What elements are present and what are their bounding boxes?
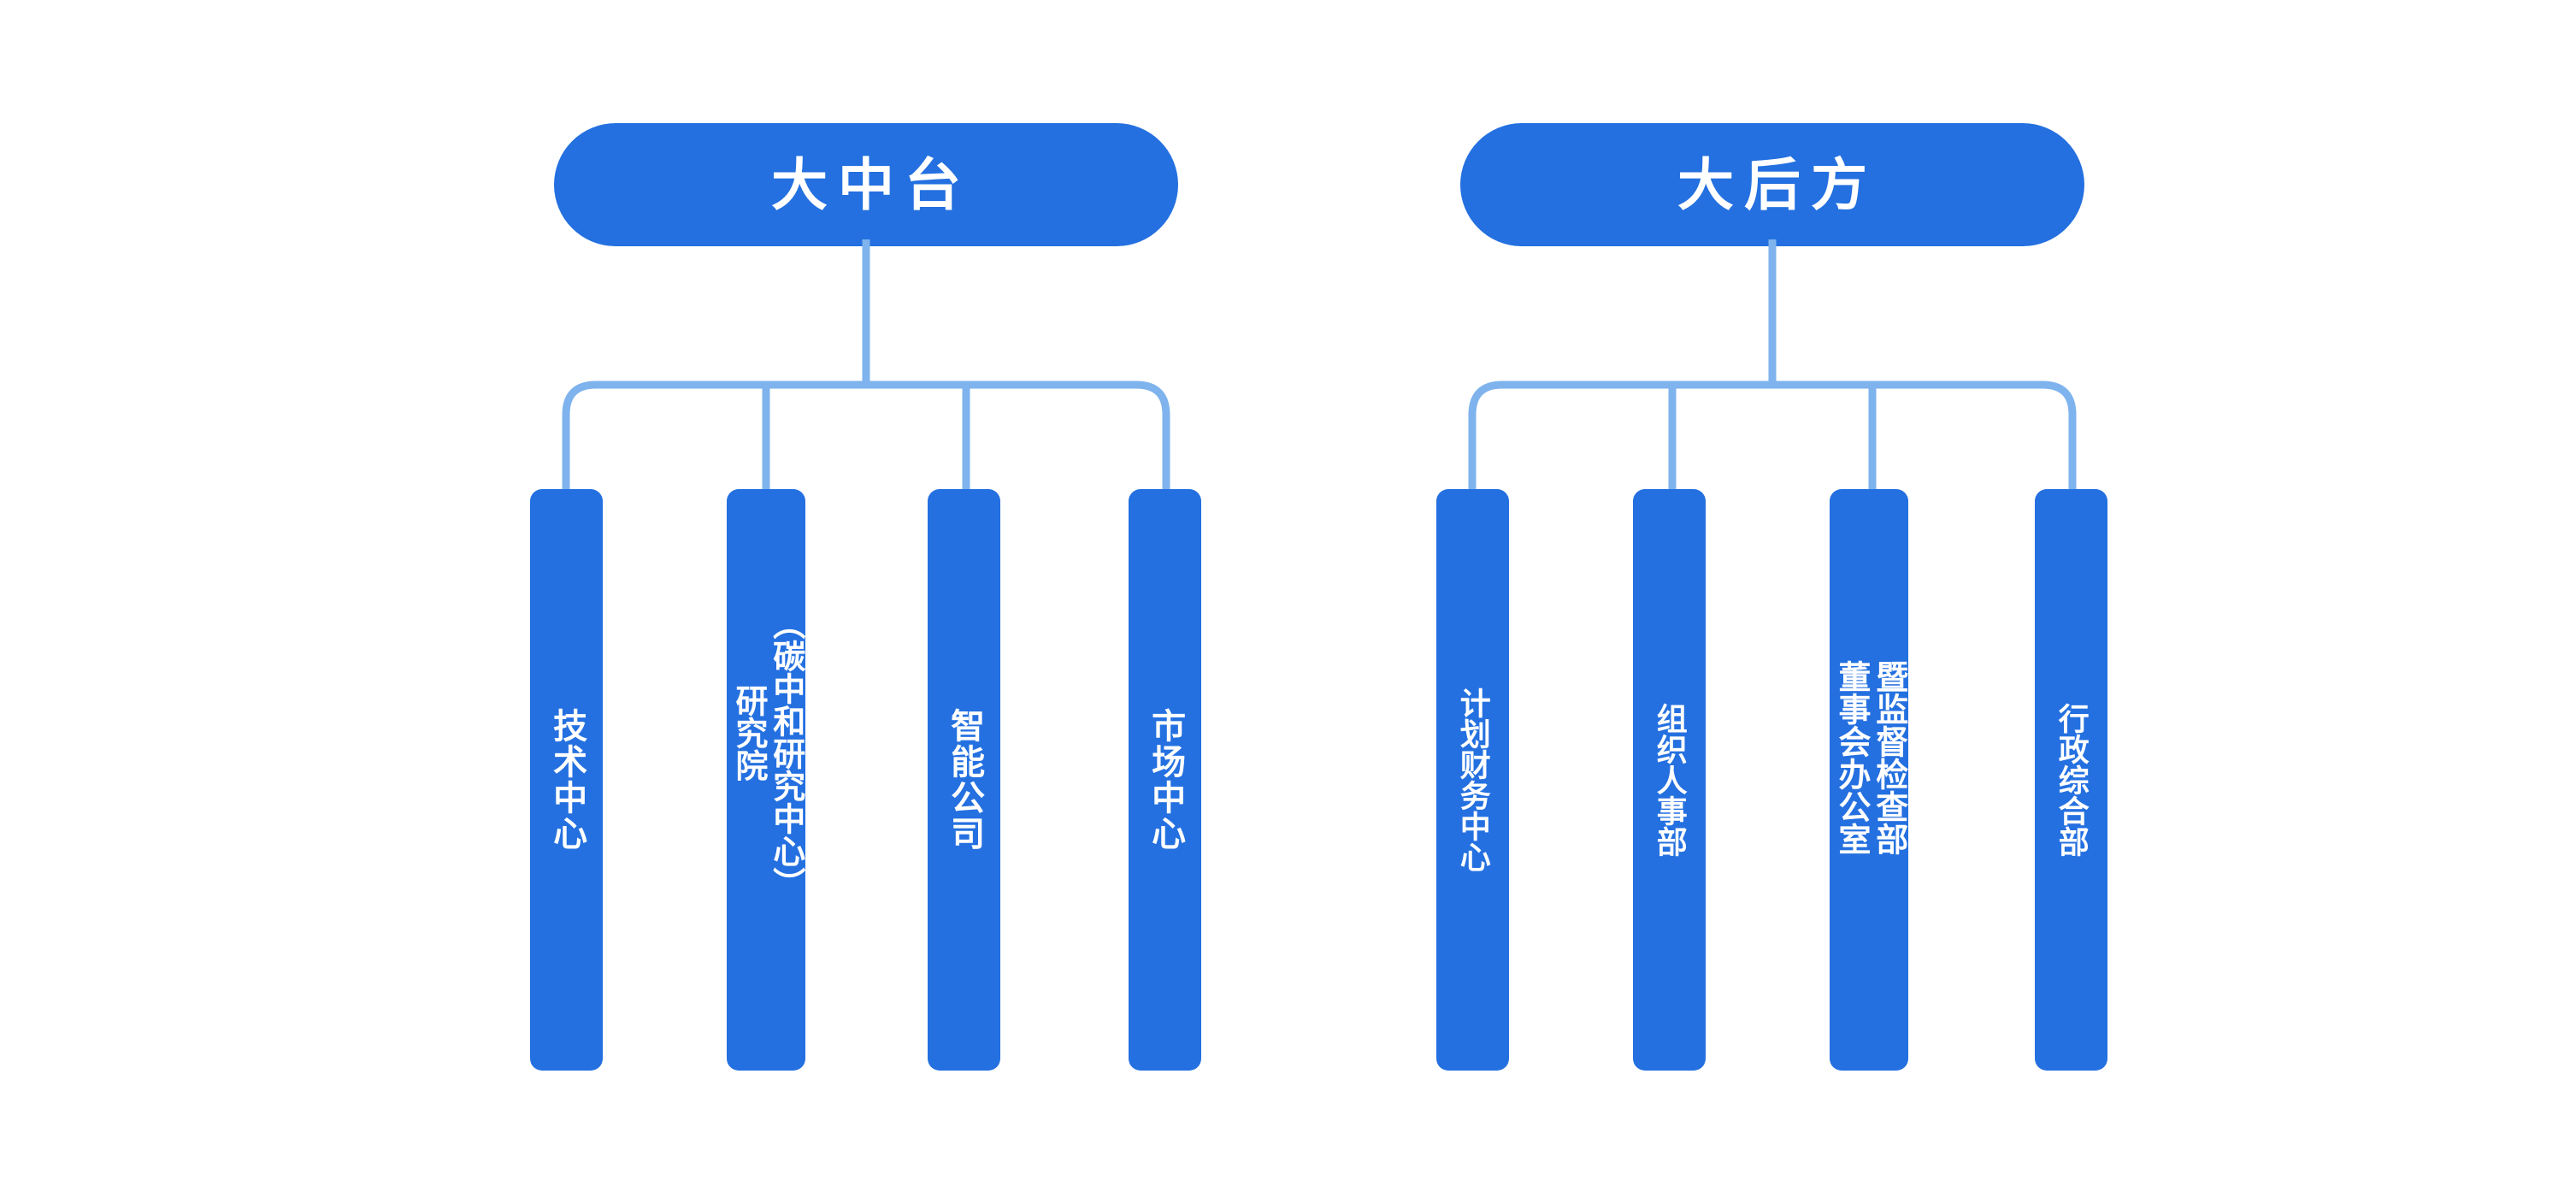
children-row-mid-platform: 技术中心 （碳中和研究中心） 研究院 智能公司 市场中心 (530, 489, 1205, 1071)
node-admin-general-dept[interactable]: 行政综合部 (2035, 489, 2107, 1071)
connector-tree-rear-base (1468, 239, 2077, 489)
node-smart-company[interactable]: 智能公司 (928, 489, 1000, 1071)
node-market-center[interactable]: 市场中心 (1129, 489, 1201, 1071)
node-research-inst[interactable]: （碳中和研究中心） 研究院 (727, 489, 805, 1071)
node-label: 行政综合部 (2054, 703, 2090, 857)
node-label: 组织人事部 (1652, 703, 1688, 857)
children-row-rear-base: 计划财务中心 组织人事部 暨监督检查部 董事会办公室 行政综合部 (1436, 489, 2112, 1071)
group-mid-platform: 大中台 技术中心 （碳中和研究中心） 研究院 智能公司 (530, 0, 1205, 1186)
node-label-columns: （碳中和研究中心） 研究院 (728, 489, 804, 1071)
node-tech-center[interactable]: 技术中心 (530, 489, 603, 1071)
node-plan-finance-center[interactable]: 计划财务中心 (1436, 489, 1509, 1071)
node-board-office-supervision[interactable]: 暨监督检查部 董事会办公室 (1830, 489, 1908, 1071)
group-header-mid-platform[interactable]: 大中台 (554, 123, 1178, 246)
group-rear-base: 大后方 计划财务中心 组织人事部 暨监督检查部 董事会办公室 (1436, 0, 2112, 1186)
node-label: 计划财务中心 (1455, 687, 1491, 872)
node-label-col-1: （碳中和研究中心） (767, 607, 804, 900)
node-label: 市场中心 (1147, 708, 1185, 852)
node-label: 智能公司 (946, 708, 984, 852)
group-header-rear-base[interactable]: 大后方 (1460, 123, 2084, 246)
node-label-col-2: 研究院 (730, 684, 766, 782)
node-label-columns: 暨监督检查部 董事会办公室 (1831, 489, 1907, 1071)
node-label-col-2: 董事会办公室 (1833, 660, 1869, 855)
node-label: 技术中心 (548, 708, 587, 852)
connector-tree-mid-platform (562, 239, 1170, 489)
node-label-col-1: 暨监督检查部 (1870, 660, 1907, 855)
group-header-label: 大中台 (771, 153, 971, 216)
node-org-personnel-dept[interactable]: 组织人事部 (1633, 489, 1706, 1071)
group-header-label: 大后方 (1677, 153, 1877, 216)
